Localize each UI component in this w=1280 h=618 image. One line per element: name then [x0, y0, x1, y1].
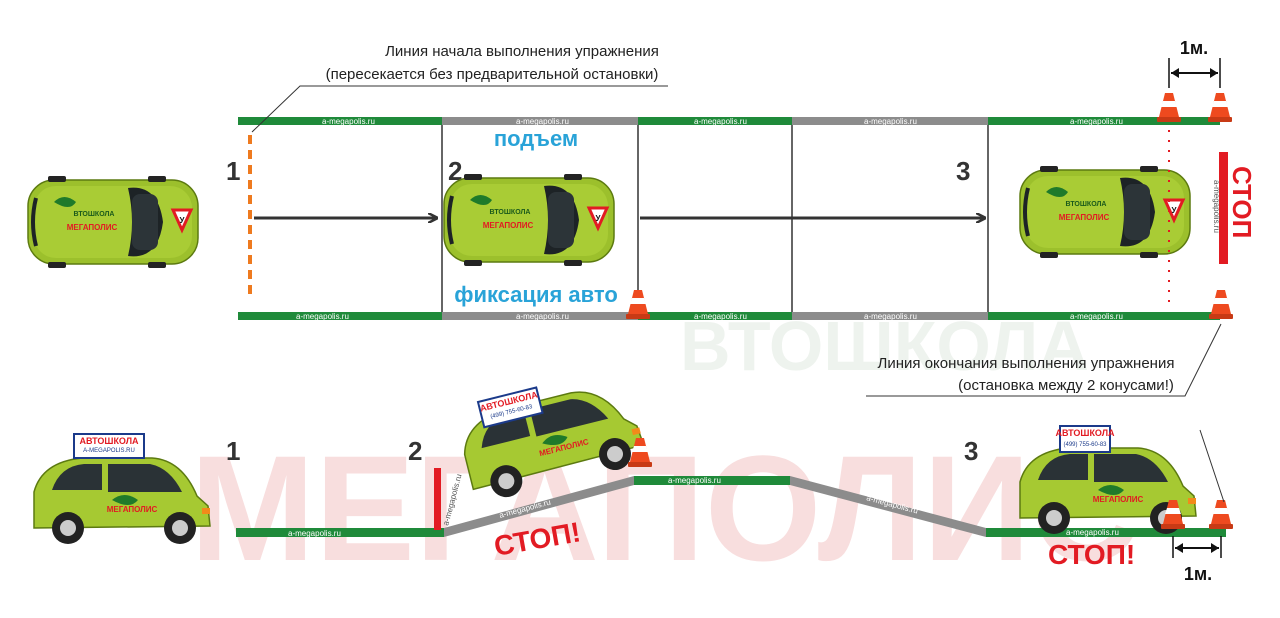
- band-top-5: [988, 117, 1220, 125]
- distance-bottom-label: 1м.: [1184, 564, 1212, 584]
- band-top-3: [638, 117, 792, 125]
- car-top-view: [442, 172, 616, 268]
- start-leader-line: [251, 85, 668, 133]
- cone-icon: [626, 290, 650, 319]
- site-label: a-megapolis.ru: [516, 117, 569, 126]
- roof-sign-site: A-MEGAPOLIS.RU: [83, 448, 135, 454]
- stage-number-3: 3: [964, 436, 978, 466]
- roof-sign: АВТОШКОЛА (499) 755-60-83: [1055, 425, 1115, 453]
- stage-number-2: 2: [408, 436, 422, 466]
- end-leader-line: [866, 323, 1222, 397]
- end-line-title: Линия окончания выполнения упражнения: [878, 355, 1175, 372]
- site-label: a-megapolis.ru: [288, 529, 341, 538]
- roof-sign: АВТОШКОЛА A-MEGAPOLIS.RU: [73, 433, 145, 459]
- site-label: a-megapolis.ru: [322, 117, 375, 126]
- stop-vertical-label: СТОП: [1227, 166, 1257, 238]
- stop-bottom-label: СТОП!: [1048, 539, 1135, 570]
- roof-sign: АВТОШКОЛА (499) 755-60-83: [476, 386, 544, 429]
- site-label: a-megapolis.ru: [516, 312, 569, 321]
- band-top-2: [442, 117, 638, 125]
- band-top-1: [238, 117, 442, 125]
- site-label: a-megapolis.ru: [1066, 528, 1119, 537]
- site-label: a-megapolis.ru: [296, 312, 349, 321]
- roof-sign-title: АВТОШКОЛА: [1055, 428, 1115, 438]
- cone-icon: [1157, 93, 1181, 122]
- distance-top-label: 1м.: [1180, 38, 1208, 58]
- roof-sign-phone: (499) 755-60-83: [1063, 442, 1107, 448]
- site-label: a-megapolis.ru: [864, 312, 917, 321]
- site-label: a-megapolis.ru: [1070, 312, 1123, 321]
- band-top-4: [792, 117, 988, 125]
- site-label: a-megapolis.ru: [1070, 117, 1123, 126]
- road-flat-end: [986, 528, 1226, 537]
- band-bottom-2: [442, 312, 638, 320]
- car-side-view: [33, 457, 211, 545]
- stage-number-1: 1: [226, 156, 240, 186]
- roof-sign-title: АВТОШКОЛА: [79, 436, 139, 446]
- car-top-view: [26, 174, 200, 270]
- site-label: a-megapolis.ru: [1212, 180, 1221, 233]
- road-plateau: [634, 476, 790, 485]
- cone-icon: [1209, 290, 1233, 319]
- road-ramp-up: [444, 476, 634, 537]
- watermark-main: МЕГАПОЛИС: [190, 424, 1139, 592]
- band-bottom-5: [988, 312, 1220, 320]
- road-flat-start: [236, 528, 444, 537]
- fix-car-label: фиксация авто: [454, 282, 618, 307]
- site-label: a-megapolis.ru: [694, 117, 747, 126]
- cone-icon: [1209, 500, 1233, 529]
- band-bottom-4: [792, 312, 988, 320]
- start-line-note: (пересекается без предварительной остано…: [326, 66, 659, 83]
- stop-line: [1219, 152, 1228, 264]
- stage-number-1: 1: [226, 436, 240, 466]
- stage-number-2: 2: [448, 156, 462, 186]
- band-bottom-1: [238, 312, 442, 320]
- end-line-note: (остановка между 2 конусами!): [958, 377, 1174, 394]
- car-top-view: [1018, 164, 1192, 260]
- stage-number-3: 3: [956, 156, 970, 186]
- site-label: a-megapolis.ru: [864, 117, 917, 126]
- site-label: a-megapolis.ru: [694, 312, 747, 321]
- plan-view: a-megapolis.ru a-megapolis.ru a-megapoli…: [26, 38, 1257, 397]
- lift-label: подъем: [494, 126, 578, 151]
- road-ramp-down: [790, 476, 986, 537]
- stop-post: [434, 468, 441, 530]
- cone-icon: [1208, 93, 1232, 122]
- site-label: a-megapolis.ru: [668, 476, 721, 485]
- start-line-title: Линия начала выполнения упражнения: [385, 43, 659, 60]
- end-leader-line: [1199, 429, 1225, 503]
- band-bottom-3: [638, 312, 792, 320]
